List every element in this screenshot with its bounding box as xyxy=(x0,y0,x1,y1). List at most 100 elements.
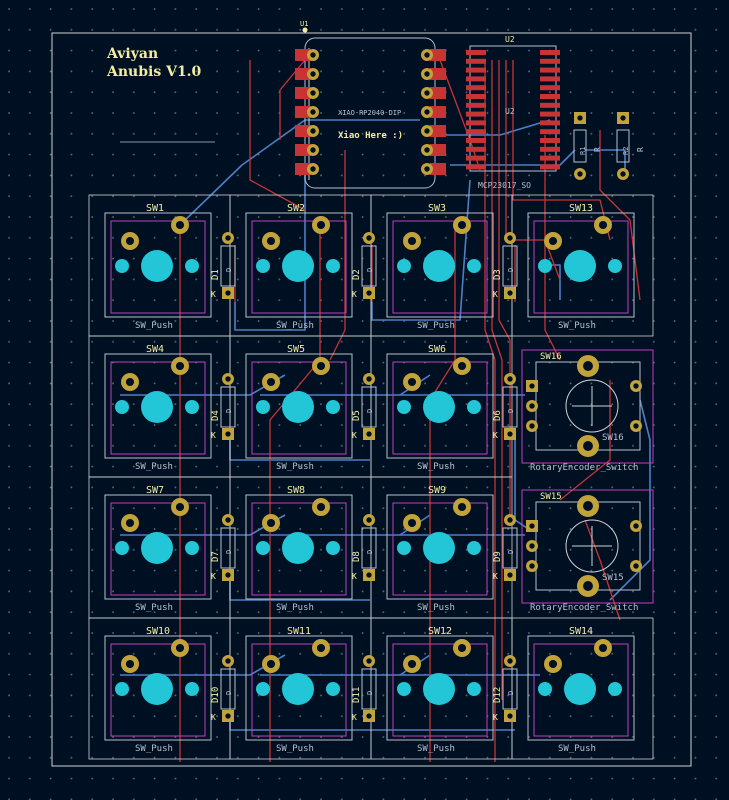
pad-drill xyxy=(620,171,626,177)
switch-side-hole-right xyxy=(185,682,199,696)
switch-fab-outline xyxy=(104,353,212,459)
switch-value: SW_Push xyxy=(558,744,596,754)
switch-side-hole-left xyxy=(256,259,270,273)
expander-outline xyxy=(469,45,557,172)
diode-value: D xyxy=(507,550,515,554)
diode-body xyxy=(502,527,518,569)
switch-side-hole-left xyxy=(397,400,411,414)
mcu-pin-left xyxy=(307,163,319,175)
resistor-pad-2 xyxy=(574,168,586,180)
expander-value: MCP23017_SO xyxy=(478,181,531,190)
switch-center-hole xyxy=(141,673,173,705)
pad-drill xyxy=(507,290,513,296)
encoder-mount-pad-bottom xyxy=(577,575,599,597)
front-trace xyxy=(599,130,641,301)
switch-pin-1 xyxy=(403,514,421,532)
pad-drill xyxy=(529,563,535,569)
pad-drill xyxy=(633,563,639,569)
mcu-pad-right-copper xyxy=(430,163,446,175)
pad-drill xyxy=(407,659,417,669)
expander-pad-right xyxy=(540,138,560,143)
mcu-pad-left-copper xyxy=(295,163,311,175)
encoder-reference-fab: SW15 xyxy=(602,573,624,583)
switch-side-hole-right xyxy=(608,259,622,273)
switch-center-hole xyxy=(282,250,314,282)
pad-drill xyxy=(366,235,372,241)
switch-center-hole xyxy=(141,250,173,282)
switch-pin-2 xyxy=(312,639,330,657)
switch-side-hole-left xyxy=(256,541,270,555)
diode-value: D xyxy=(507,268,515,272)
mcu-pin-right xyxy=(421,163,433,175)
switch-pin-2 xyxy=(171,498,189,516)
switch-center-hole xyxy=(564,250,596,282)
pad-drill xyxy=(366,290,372,296)
front-trace xyxy=(505,60,561,281)
diode-cathode-label: K xyxy=(352,572,357,581)
encoder-value: RotaryEncoder_Switch xyxy=(530,463,638,473)
diode-reference: D11 xyxy=(352,687,362,703)
pad-drill xyxy=(507,235,513,241)
encoder-value: RotaryEncoder_Switch xyxy=(530,603,638,613)
diode-value: D xyxy=(225,691,233,695)
pad-drill xyxy=(583,361,593,371)
diode-anode-pad xyxy=(363,373,375,385)
pad-drill xyxy=(310,71,316,77)
switch-pin-1 xyxy=(403,232,421,250)
diode-cathode-pad xyxy=(504,428,516,440)
diode-cathode-label: K xyxy=(493,431,498,440)
diode-body xyxy=(502,245,518,287)
encoder-mount-pad-bottom xyxy=(577,435,599,457)
expander-pad-left xyxy=(466,120,486,126)
expander-pad-right xyxy=(540,111,560,117)
switch-pin-2 xyxy=(453,216,471,234)
diode-cathode-pad xyxy=(504,287,516,299)
pad-drill xyxy=(266,236,276,246)
pad-drill xyxy=(507,431,513,437)
pad-drill xyxy=(583,441,593,451)
switch-courtyard xyxy=(392,220,488,314)
switch-value: SW_Push xyxy=(135,321,173,331)
pad-drill xyxy=(125,377,135,387)
switch-fab-outline xyxy=(527,212,635,318)
front-trace xyxy=(439,59,481,171)
diode-value: D xyxy=(225,268,233,272)
encoder-switch-pin-1 xyxy=(630,520,642,532)
encoder-switch-pin-2 xyxy=(630,560,642,572)
switch-side-hole-right xyxy=(185,541,199,555)
switch-side-hole-left xyxy=(256,682,270,696)
pad-drill xyxy=(633,523,639,529)
switch-reference: SW10 xyxy=(146,626,170,637)
switch-side-hole-right xyxy=(185,400,199,414)
expander-pad-left xyxy=(466,164,486,170)
diode-cathode-label: K xyxy=(493,290,498,299)
diode-cathode-label: K xyxy=(493,713,498,722)
diode-cathode-pad xyxy=(363,569,375,581)
switch-pin-2 xyxy=(453,357,471,375)
mcu-pin-right xyxy=(421,68,433,80)
pad-drill xyxy=(407,236,417,246)
mcu-pin-left xyxy=(307,125,319,137)
expander-pad-right xyxy=(540,146,560,152)
resistor-body xyxy=(616,129,630,163)
diode-reference: D8 xyxy=(352,551,362,562)
diode-body xyxy=(502,386,518,428)
switch-courtyard xyxy=(110,361,206,455)
mcu-pad-left-copper xyxy=(295,125,311,137)
switch-pin-2 xyxy=(312,216,330,234)
pad-drill xyxy=(366,517,372,523)
diode-cathode-label: K xyxy=(211,290,216,299)
switch-side-hole-left xyxy=(397,682,411,696)
pad-drill xyxy=(407,377,417,387)
pad-drill xyxy=(529,423,535,429)
switch-courtyard xyxy=(533,643,629,737)
pin1-marker xyxy=(302,27,308,33)
